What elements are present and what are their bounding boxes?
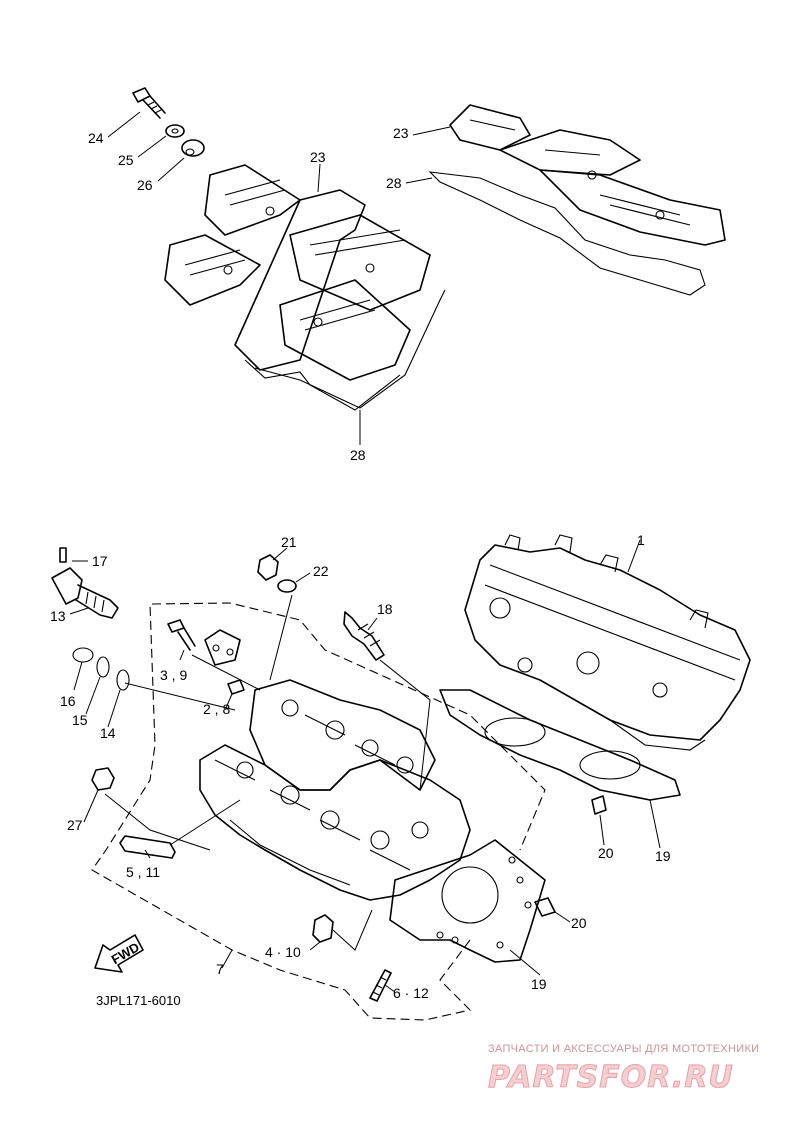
callout-26: 26 xyxy=(137,177,153,193)
callout-16: 16 xyxy=(60,693,76,709)
dowel-pin-17 xyxy=(59,547,67,563)
cylinder-head-cover-right xyxy=(449,104,726,246)
bolt-3-9 xyxy=(167,619,196,651)
callout-20-lower: 20 xyxy=(571,915,587,931)
dowel-27 xyxy=(91,767,115,791)
callout-23-right: 23 xyxy=(393,125,409,141)
callout-18: 18 xyxy=(377,601,393,617)
callout-17: 17 xyxy=(92,553,108,569)
callout-28-left: 28 xyxy=(350,447,366,463)
assembly-outline-7 xyxy=(91,602,546,1021)
callout-4-10: 4 · 10 xyxy=(265,944,301,960)
callout-21: 21 xyxy=(281,534,297,550)
callout-28-right: 28 xyxy=(386,175,402,191)
pin-2-8 xyxy=(227,679,245,695)
drawing-code: 3JPL171-6010 xyxy=(96,993,181,1008)
dowel-20-lower xyxy=(534,897,556,917)
spark-plug-18 xyxy=(343,611,385,661)
callout-19-upper: 19 xyxy=(655,848,671,864)
washer-22 xyxy=(277,579,297,593)
grommet-26 xyxy=(181,139,205,157)
callout-5-11: 5 , 11 xyxy=(126,864,160,880)
union-fitting-13 xyxy=(51,567,119,619)
callout-1: 1 xyxy=(637,532,645,548)
cap-nut-21 xyxy=(257,554,279,581)
callout-13: 13 xyxy=(50,608,66,624)
cylinder-head-1 xyxy=(464,534,751,751)
callout-27: 27 xyxy=(67,817,83,833)
callout-20-upper: 20 xyxy=(598,845,614,861)
callouts: 24 25 26 23 23 28 28 17 13 1 21 22 18 3 … xyxy=(50,125,671,1001)
callout-22: 22 xyxy=(313,563,329,579)
cylinder-head-7 xyxy=(199,679,471,901)
watermark: ЗАПЧАСТИ И АКСЕССУАРЫ ДЛЯ МОТОТЕХНИКИ PA… xyxy=(488,1043,760,1096)
dowel-20-upper xyxy=(591,795,607,815)
stud-bolt-6-12 xyxy=(369,969,392,1002)
fwd-arrow-label: FWD xyxy=(109,939,142,967)
bracket-plate xyxy=(204,629,241,666)
callout-6-12: 6 · 12 xyxy=(393,985,429,1001)
watermark-logo: PARTSFOR.RU xyxy=(488,1060,734,1095)
callout-3-9: 3 , 9 xyxy=(160,667,187,683)
leader-lines xyxy=(69,111,661,993)
washer-25 xyxy=(165,124,185,138)
o-ring-15 xyxy=(96,656,110,678)
callout-2-8: 2 , 8 xyxy=(203,701,230,717)
callout-23-left: 23 xyxy=(310,149,326,165)
o-ring-16 xyxy=(72,647,94,663)
callout-19-lower: 19 xyxy=(531,976,547,992)
bolt-24 xyxy=(132,87,166,119)
callout-15: 15 xyxy=(72,712,88,728)
valve-guide-5-11 xyxy=(119,835,176,859)
callout-24: 24 xyxy=(88,130,104,146)
gasket-28-left xyxy=(254,289,446,409)
head-gasket-19-upper xyxy=(439,689,681,801)
head-gasket-19-lower xyxy=(389,839,546,963)
cylinder-head-cover-left xyxy=(164,164,431,411)
callout-14: 14 xyxy=(100,725,116,741)
watermark-tagline: ЗАПЧАСТИ И АКСЕССУАРЫ ДЛЯ МОТОТЕХНИКИ xyxy=(488,1043,759,1055)
callout-25: 25 xyxy=(118,152,134,168)
collar-4-10 xyxy=(312,914,334,943)
gasket-28-right xyxy=(428,171,706,296)
o-ring-14 xyxy=(116,669,130,691)
callout-7: 7 xyxy=(216,961,224,977)
fwd-arrow-icon: FWD xyxy=(94,934,144,973)
